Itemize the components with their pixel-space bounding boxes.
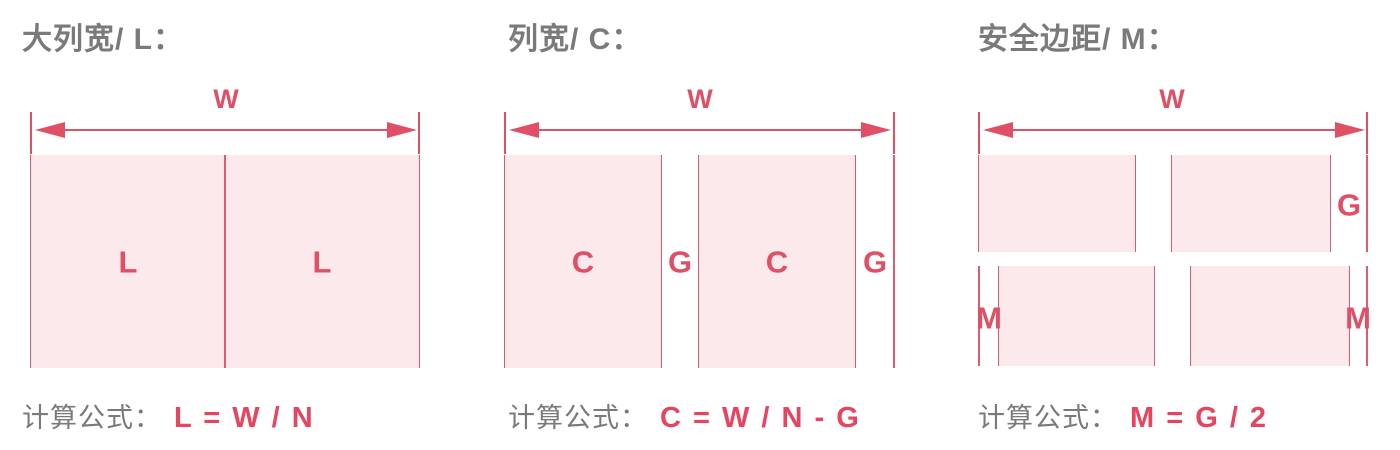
formula-row: 计算公式： M = G / 2: [978, 396, 1268, 435]
arrow-shaft: [987, 129, 1361, 131]
width-arrow: [983, 122, 1365, 138]
formula-text: L = W / N: [174, 402, 315, 434]
arrow-shaft: [39, 129, 413, 131]
formula-prefix: 计算公式：: [978, 403, 1118, 433]
formula-text: M = G / 2: [1130, 402, 1269, 434]
arrow-right-head-icon: [387, 122, 417, 138]
boundary-line-right: [1366, 155, 1368, 252]
column-label: L: [312, 244, 332, 280]
panel-title: 列宽/ C：: [508, 23, 643, 56]
arrow-right-head-icon: [861, 122, 891, 138]
dimension-tick-right: [1366, 112, 1368, 154]
width-arrow: [509, 122, 891, 138]
arrow-shaft: [513, 129, 887, 131]
column-box: [698, 155, 856, 368]
column-label: C: [765, 244, 789, 280]
arrow-right-head-icon: [1335, 122, 1365, 138]
panel-title: 安全边距/ M：: [978, 23, 1178, 56]
dimension-tick-right: [893, 112, 895, 154]
boundary-line-right: [893, 155, 895, 368]
column-label: C: [571, 244, 595, 280]
column-divider-line: [224, 155, 226, 368]
width-dimension-label: W: [213, 84, 239, 114]
width-dimension-label: W: [1159, 84, 1185, 114]
gutter-label: G: [667, 244, 693, 280]
column-label: L: [118, 244, 138, 280]
margin-label: M: [1345, 300, 1371, 336]
gutter-label: G: [862, 244, 888, 280]
dimension-tick-right: [418, 112, 420, 154]
boundary-line-left: [978, 266, 980, 366]
column-box: [504, 155, 662, 368]
formula-row: 计算公式： C = W / N - G: [508, 396, 861, 435]
formula-prefix: 计算公式：: [22, 403, 162, 433]
top-row-column-box: [978, 155, 1136, 252]
formula-text: C = W / N - G: [660, 402, 861, 434]
boundary-line-right: [1366, 266, 1368, 366]
margin-label: M: [976, 300, 1002, 336]
formula-row: 计算公式： L = W / N: [22, 396, 315, 435]
formula-prefix: 计算公式：: [508, 403, 648, 433]
panel-title: 大列宽/ L：: [22, 23, 184, 56]
width-dimension-label: W: [687, 84, 713, 114]
top-row-column-box: [1171, 155, 1331, 252]
dimension-tick-left: [978, 112, 980, 154]
bottom-row-column-box: [998, 266, 1155, 366]
width-arrow: [35, 122, 417, 138]
dimension-tick-left: [30, 112, 32, 154]
bottom-row-column-box: [1190, 266, 1350, 366]
dimension-tick-left: [504, 112, 506, 154]
gutter-label: G: [1336, 187, 1362, 223]
